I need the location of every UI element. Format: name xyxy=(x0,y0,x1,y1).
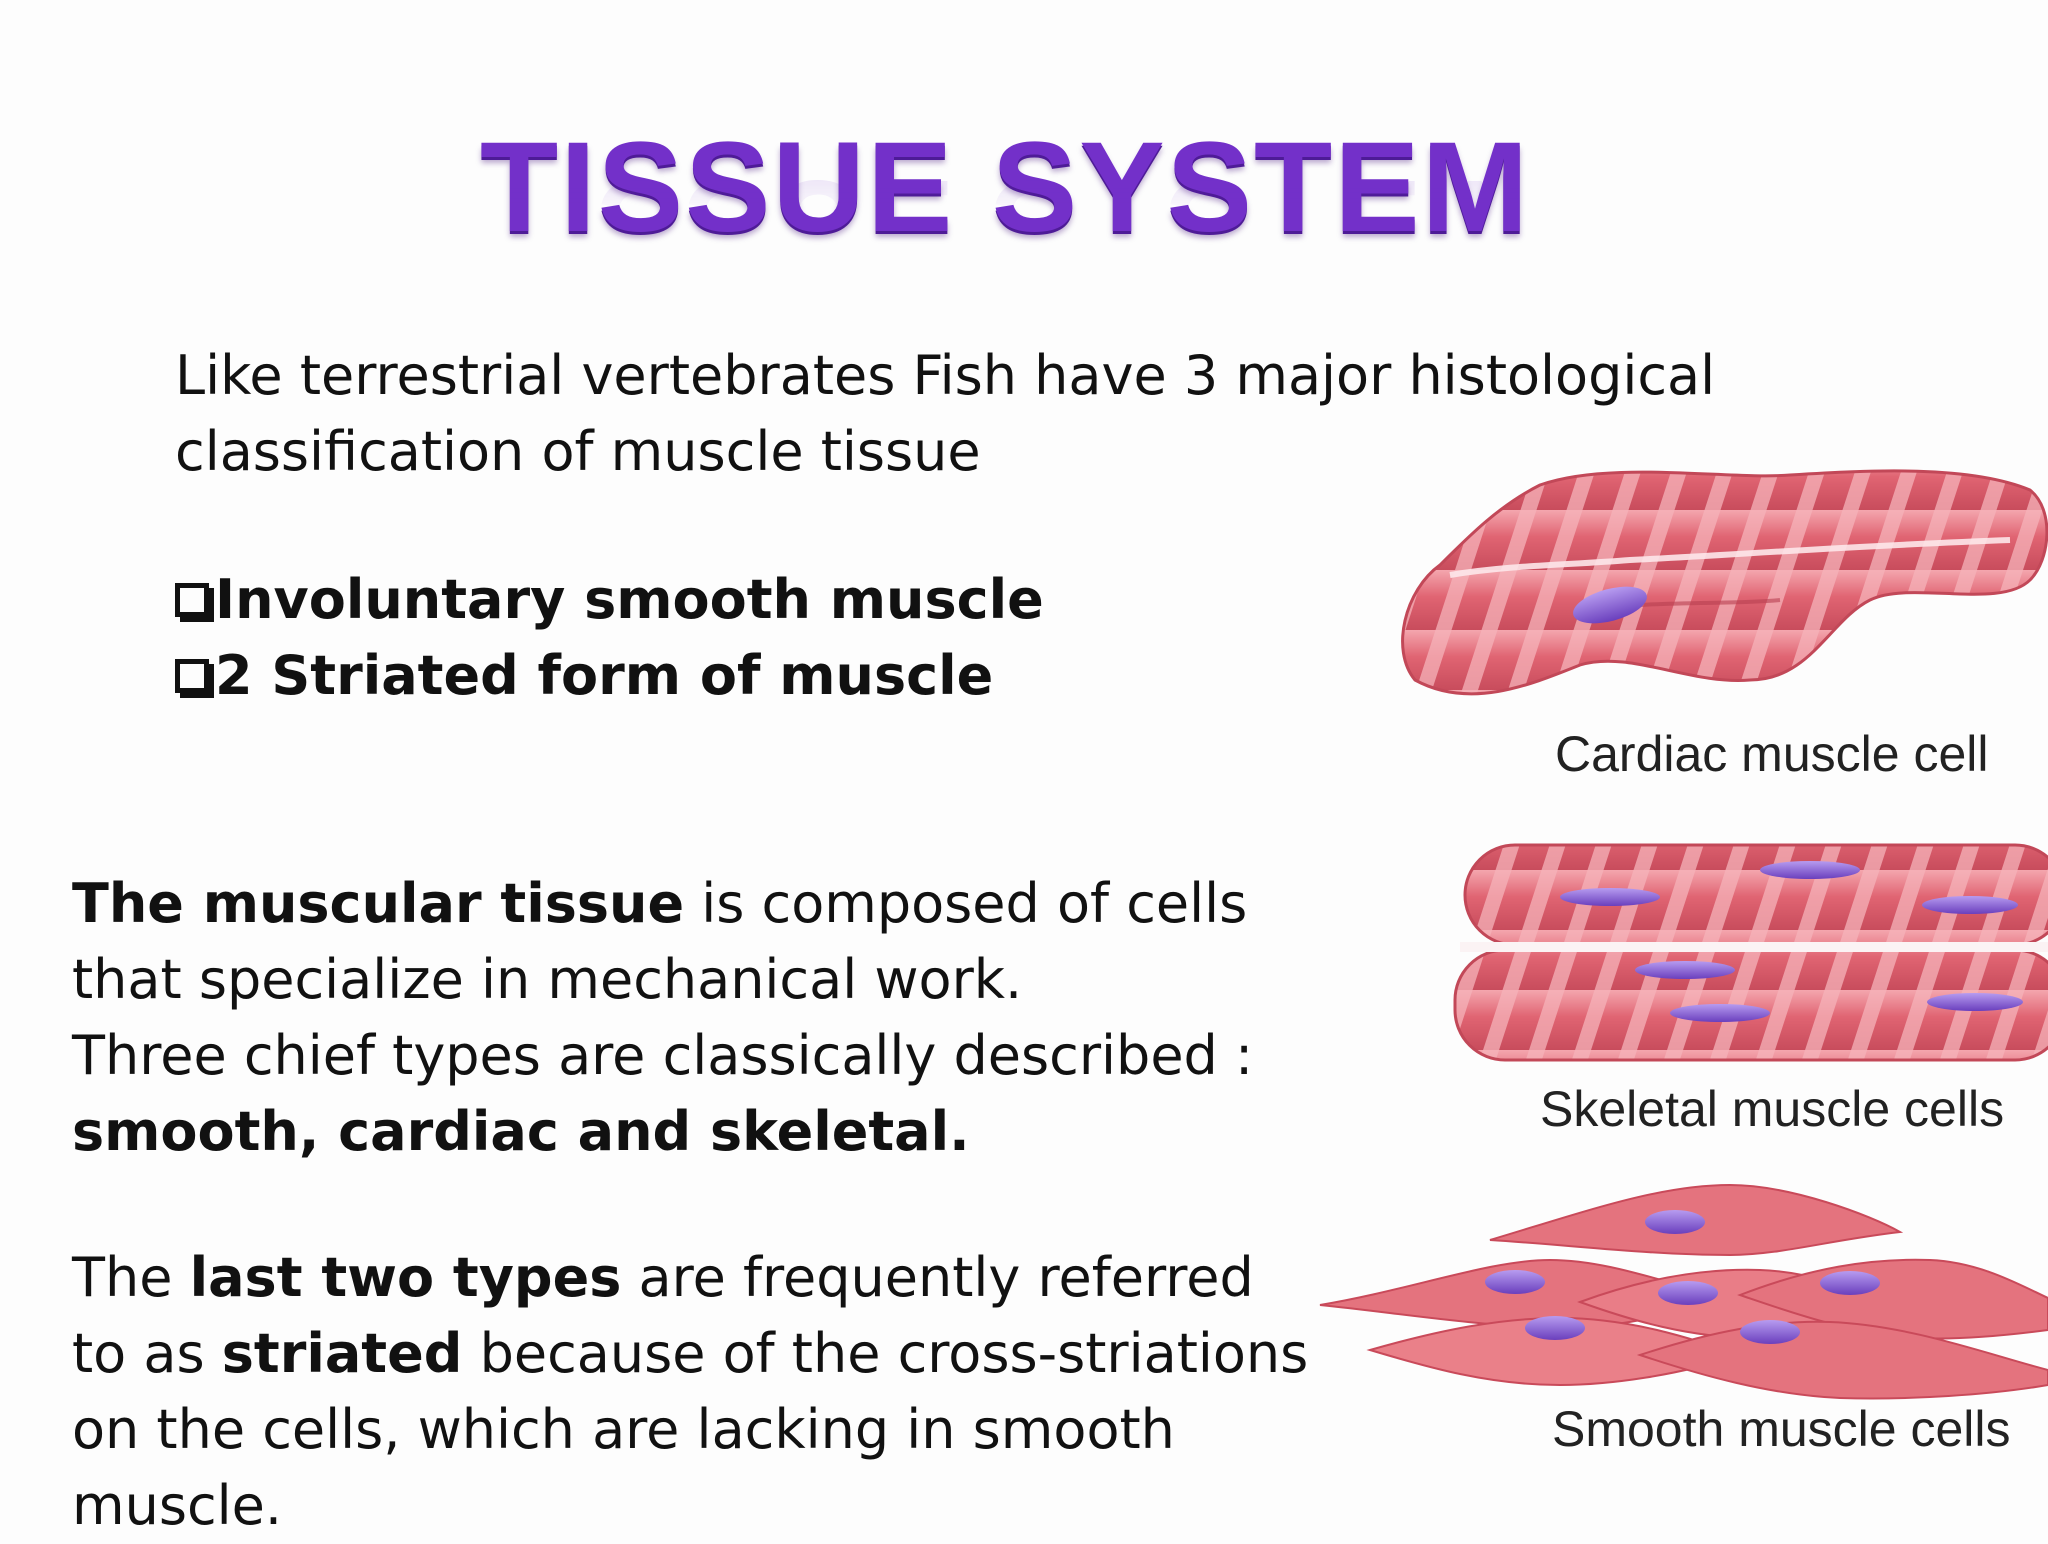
nucleus-icon xyxy=(1922,896,2018,914)
bold-term: last two types xyxy=(189,1246,622,1309)
muscle-cells-illustration: Cardiac muscle cell Skeletal muscle cell… xyxy=(1310,450,2048,1490)
skeletal-caption: Skeletal muscle cells xyxy=(1540,1081,2005,1137)
nucleus-icon xyxy=(1560,888,1660,906)
bullet-text: Involuntary smooth muscle xyxy=(215,568,1044,631)
nucleus-icon xyxy=(1645,1210,1705,1234)
page-title: TISSUE SYSTEM xyxy=(480,116,1531,259)
bullet-text: 2 Striated form of muscle xyxy=(215,644,994,707)
title-block: TISSUE SYSTEM TISSUE SYSTEM xyxy=(480,118,1530,308)
bullet-list: Involuntary smooth muscle 2 Striated for… xyxy=(175,562,1044,714)
skeletal-cells-graphic xyxy=(1453,843,2048,1062)
paragraph-text: The xyxy=(72,1246,190,1309)
nucleus-icon xyxy=(1820,1271,1880,1295)
nucleus-icon xyxy=(1635,961,1735,979)
nucleus-icon xyxy=(1525,1316,1585,1340)
checkbox-bullet-icon xyxy=(175,583,209,617)
bullet-item: Involuntary smooth muscle xyxy=(175,562,1044,638)
paragraph-text: Three chief types are classically descri… xyxy=(72,1024,1254,1087)
striated-paragraph: The last two types are frequently referr… xyxy=(72,1240,1312,1544)
muscular-tissue-paragraph: The muscular tissue is composed of cells… xyxy=(72,866,1312,1170)
paragraph-text: is composed of cells that specialize in … xyxy=(72,872,1248,1011)
smooth-caption: Smooth muscle cells xyxy=(1552,1401,2011,1457)
smooth-cells-graphic xyxy=(1319,1183,2048,1400)
nucleus-icon xyxy=(1927,993,2023,1011)
nucleus-icon xyxy=(1658,1281,1718,1305)
nucleus-icon xyxy=(1573,586,1647,624)
nucleus-icon xyxy=(1670,1004,1770,1022)
paragraph-text: because of the cross-striations on the c… xyxy=(72,1322,1309,1537)
title-reflection: TISSUE SYSTEM xyxy=(480,154,1531,294)
muscle-cells-svg xyxy=(1319,469,2048,1400)
cardiac-caption: Cardiac muscle cell xyxy=(1555,726,1989,782)
checkbox-bullet-icon xyxy=(175,659,209,693)
nucleus-icon xyxy=(1485,1270,1545,1294)
nucleus-icon xyxy=(1760,861,1860,879)
paragraph-text: are frequently referred to as xyxy=(72,1246,1254,1385)
bold-types: smooth, cardiac and skeletal. xyxy=(72,1100,970,1163)
bullet-item: 2 Striated form of muscle xyxy=(175,638,1044,714)
bold-term: striated xyxy=(221,1322,463,1385)
intro-text: Like terrestrial vertebrates Fish have 3… xyxy=(175,344,1716,483)
nucleus-icon xyxy=(1740,1320,1800,1344)
bold-lead: The muscular tissue xyxy=(72,872,685,935)
cardiac-cell-graphic xyxy=(1401,469,2048,696)
